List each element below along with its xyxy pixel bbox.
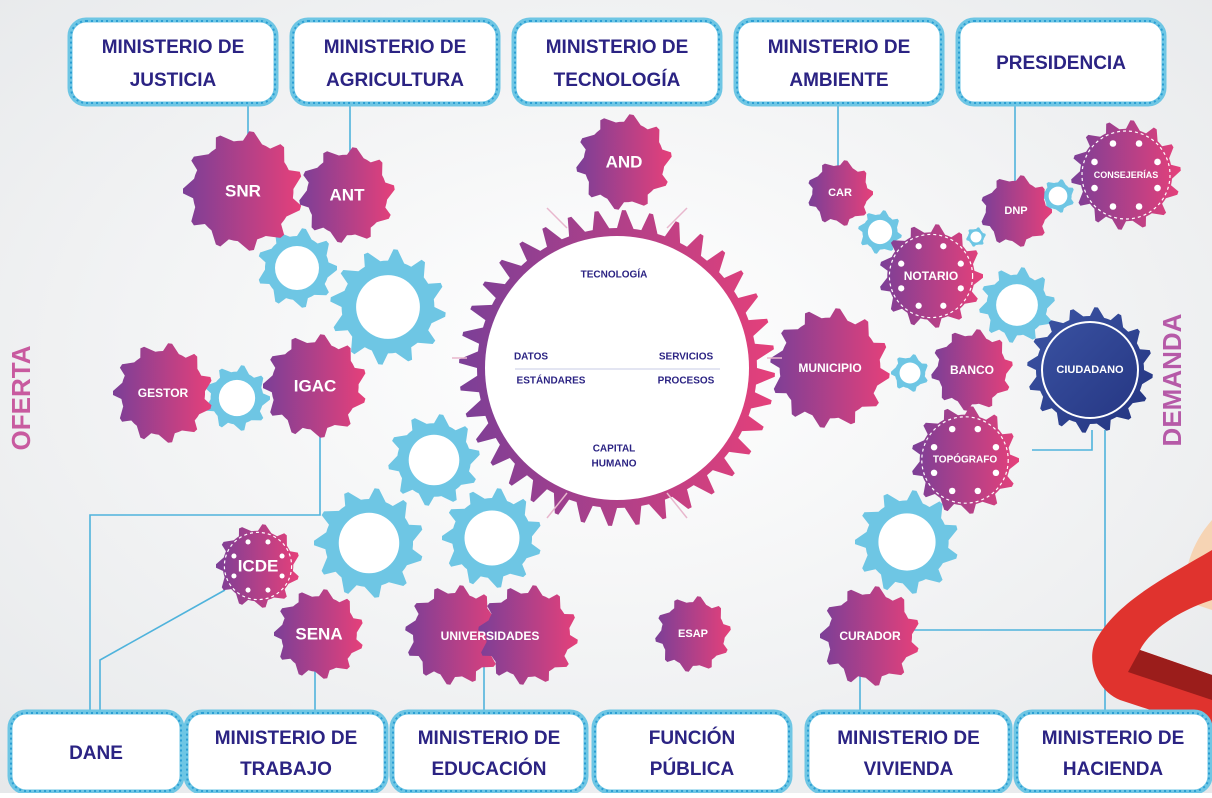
connector-cog (258, 228, 337, 308)
central-right-line1: SERVICIOS (659, 352, 714, 363)
hand-illustration (1092, 520, 1212, 730)
car-gear: CAR (808, 160, 873, 226)
snr-label: SNR (225, 182, 261, 201)
funcion-publica-line1: FUNCIÓN (649, 727, 736, 749)
educacion-line2: EDUCACIÓN (431, 758, 546, 780)
funcion-publica-line2: PÚBLICA (650, 758, 735, 780)
connector-line (1032, 430, 1093, 451)
trabajo-line1: MINISTERIO DE (215, 728, 358, 749)
boxes-layer: MINISTERIO DE JUSTICIA MINISTERIO DE AGRICU… (7, 17, 1212, 795)
ambiente-line1: MINISTERIO DE (768, 37, 911, 58)
car-label: CAR (828, 187, 852, 199)
connector-cog (966, 227, 986, 247)
igac-gear: IGAC (263, 334, 366, 438)
banco-gear: BANCO (931, 329, 1013, 411)
ant-label: ANT (330, 186, 366, 205)
justicia-line2: JUSTICIA (130, 70, 217, 91)
dnp-gear: DNP (981, 175, 1052, 247)
trabajo-box: MINISTERIO DE TRABAJO (183, 709, 389, 795)
consejerias-gear: CONSEJERÍAS (1071, 120, 1181, 230)
topografo-label: TOPÓGRAFO (933, 453, 997, 466)
dane-line1: DANE (69, 743, 123, 764)
vivienda-line2: VIVIENDA (864, 759, 954, 780)
central-gear: TECNOLOGÍA DATOS ESTÁNDARES SERVICIOS PROCES… (452, 207, 782, 526)
justicia-box: MINISTERIO DE JUSTICIA (67, 17, 279, 107)
ciudadano-gear: CIUDADANO (1027, 307, 1153, 433)
presidencia-box: PRESIDENCIA (955, 17, 1167, 107)
funcion-publica-box: FUNCIÓN PÚBLICA (591, 709, 793, 795)
connector-line (89, 430, 321, 712)
gestor-gear: GESTOR (113, 343, 212, 443)
tecnologia-box: MINISTERIO DE TECNOLOGÍA (511, 17, 723, 107)
igac-label: IGAC (294, 377, 337, 396)
central-bottom-line2: HUMANO (592, 459, 637, 470)
universidades-gear: UNIVERSIDADES (405, 585, 578, 685)
consejerias-label: CONSEJERÍAS (1094, 170, 1159, 180)
banco-label: BANCO (950, 363, 994, 377)
central-left-line1: DATOS (514, 352, 548, 363)
and-label: AND (606, 153, 643, 172)
connector-cog (314, 488, 423, 598)
icde-gear: ICDE (216, 524, 299, 608)
ambiente-box: MINISTERIO DE AMBIENTE (733, 17, 945, 107)
agricultura-line2: AGRICULTURA (326, 70, 464, 91)
esap-gear: ESAP (655, 596, 731, 672)
connector-cog (1041, 179, 1074, 213)
connector-line (99, 589, 226, 712)
educacion-line1: MINISTERIO DE (418, 728, 561, 749)
snr-gear: SNR (183, 131, 302, 251)
ciudadano-label: CIUDADANO (1056, 364, 1124, 376)
connector-cog (330, 249, 446, 365)
dane-box: DANE (7, 709, 185, 795)
and-gear: AND (576, 114, 672, 210)
curador-gear: CURADOR (820, 586, 919, 686)
notario-label: NOTARIO (904, 269, 958, 283)
central-right-line2: PROCESOS (658, 376, 715, 387)
connector-cog (442, 488, 541, 588)
gestor-label: GESTOR (138, 386, 189, 400)
tecnologia-line2: TECNOLOGÍA (554, 69, 681, 91)
dnp-label: DNP (1004, 205, 1027, 217)
icde-label: ICDE (238, 557, 279, 576)
esap-label: ESAP (678, 628, 708, 640)
connector-cog (205, 365, 270, 431)
hacienda-line1: MINISTERIO DE (1042, 728, 1185, 749)
curador-label: CURADOR (839, 629, 901, 643)
connector-cog (891, 354, 928, 392)
municipio-label: MUNICIPIO (798, 361, 861, 375)
sena-gear: SENA (274, 589, 363, 679)
ambiente-line2: AMBIENTE (789, 70, 888, 91)
connector-cog (388, 414, 480, 506)
ant-gear: ANT (299, 147, 395, 243)
vivienda-line1: MINISTERIO DE (837, 728, 980, 749)
educacion-box: MINISTERIO DE EDUCACIÓN (389, 709, 589, 795)
sena-label: SENA (295, 625, 342, 644)
topografo-gear: TOPÓGRAFO (912, 406, 1019, 514)
universidades-label: UNIVERSIDADES (441, 629, 540, 643)
justicia-line1: MINISTERIO DE (102, 37, 245, 58)
central-left-line2: ESTÁNDARES (517, 374, 586, 387)
vivienda-box: MINISTERIO DE VIVIENDA (804, 709, 1013, 795)
central-bottom-line1: CAPITAL (593, 444, 636, 455)
tecnologia-line1: MINISTERIO DE (546, 37, 689, 58)
gears-layer: SNR ANT AND CAR DNP CONSEJERÍAS NOTARIO GESTOR I… (113, 114, 1181, 686)
central-top-label: TECNOLOGÍA (581, 268, 648, 281)
connector-cog (979, 267, 1055, 343)
agricultura-box: MINISTERIO DE AGRICULTURA (289, 17, 501, 107)
trabajo-line2: TRABAJO (240, 759, 332, 780)
oferta-label: OFERTA (6, 345, 36, 450)
connector-cog (855, 490, 958, 594)
municipio-gear: MUNICIPIO (770, 308, 890, 428)
hacienda-line2: HACIENDA (1063, 759, 1164, 780)
demanda-label: DEMANDA (1157, 313, 1187, 446)
presidencia-line1: PRESIDENCIA (996, 53, 1126, 74)
notario-gear: NOTARIO (880, 224, 983, 328)
hacienda-box: MINISTERIO DE HACIENDA (1013, 709, 1212, 795)
agricultura-line1: MINISTERIO DE (324, 37, 467, 58)
